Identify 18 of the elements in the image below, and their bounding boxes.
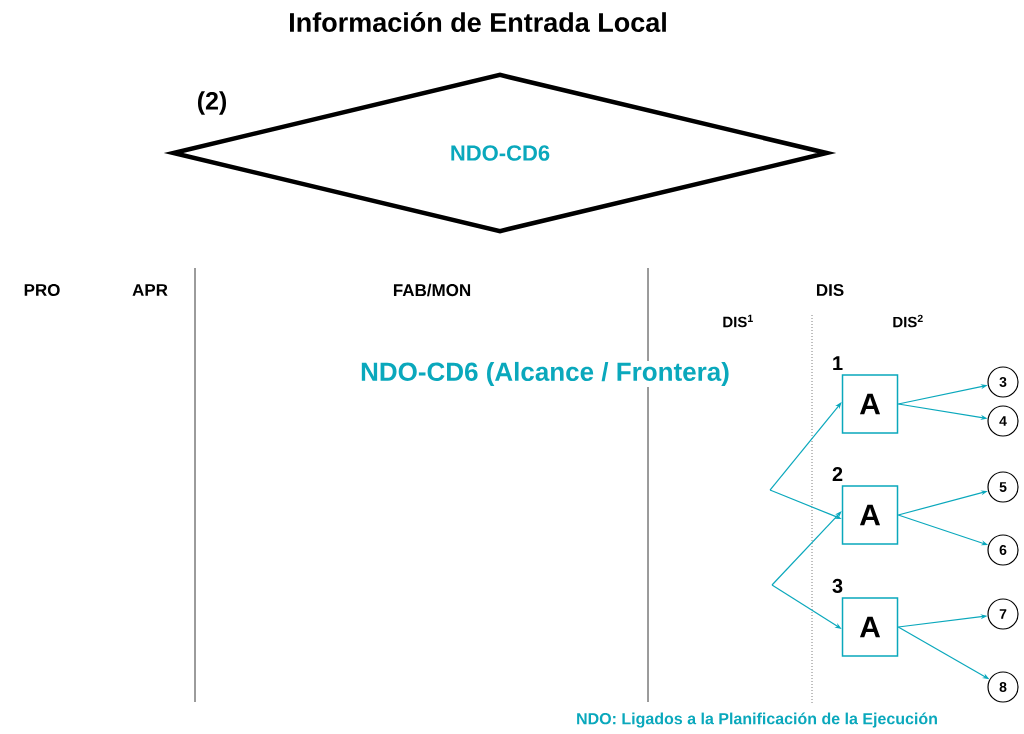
scope-label: NDO-CD6 (Alcance / Frontera) <box>359 360 731 388</box>
column-header: PRO <box>24 284 60 297</box>
box-number: 1 <box>833 356 843 371</box>
process-box: A <box>841 485 899 545</box>
box-number: 3 <box>832 578 843 594</box>
column-header: APR <box>132 284 168 296</box>
column-header: FAB/MON <box>393 283 471 297</box>
box-number: 2 <box>832 467 843 482</box>
process-box: A <box>841 374 899 434</box>
arrow <box>769 402 842 491</box>
step-number: (2) <box>197 91 227 115</box>
column-header: DIS$^{1}$ <box>723 314 753 328</box>
column-header: DIS$^{2}$ <box>893 314 923 328</box>
process-box: A <box>841 597 899 657</box>
title: Información de Entrada Local <box>290 11 666 33</box>
arrow <box>771 511 842 586</box>
column-header: DIS <box>817 284 844 297</box>
note: NDO: Ligados a la Planificación de la Ejecución <box>577 712 937 728</box>
